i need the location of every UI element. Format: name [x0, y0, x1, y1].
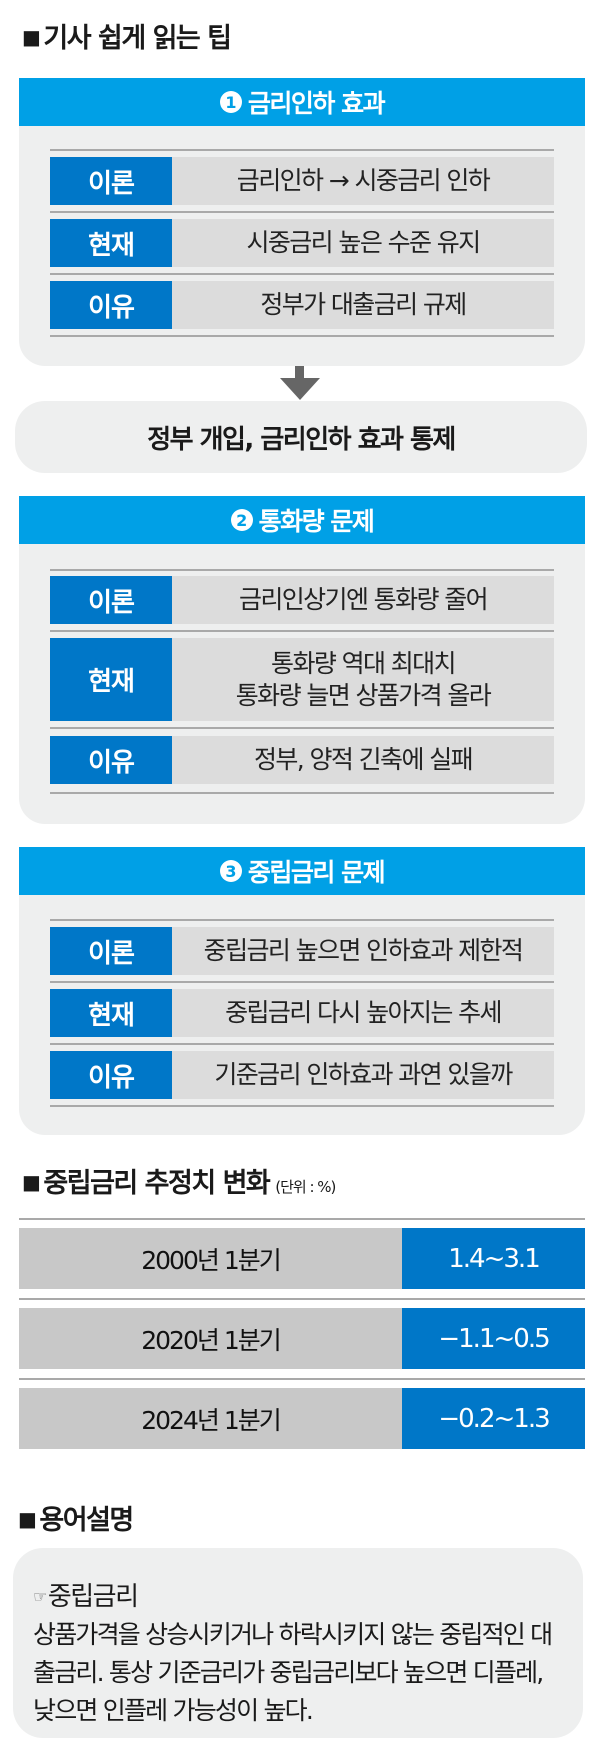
- glossary-title: ■용어설명: [18, 1505, 134, 1536]
- estimate-row: 2024년 1분기 −0.2~1.3: [19, 1388, 585, 1449]
- row-content: 금리인하 → 시중금리 인하: [172, 157, 554, 205]
- estimate-row: 2000년 1분기 1.4~3.1: [19, 1228, 585, 1289]
- square-bullet-icon: ■: [22, 25, 41, 49]
- row-label: 현재: [50, 638, 172, 721]
- row-label: 이유: [50, 736, 172, 784]
- section-1-row-theory: 이론 금리인하 → 시중금리 인하: [50, 157, 554, 205]
- value-cell: −0.2~1.3: [402, 1388, 585, 1449]
- divider: [19, 1378, 585, 1380]
- row-content: 통화량 역대 최대치 통화량 늘면 상품가격 올라: [172, 638, 554, 721]
- section-1-header: 1 금리인하 효과: [19, 78, 585, 126]
- row-label: 이유: [50, 281, 172, 329]
- glossary-definition: 상품가격을 상승시키거나 하락시키지 않는 중립적인 대출금리. 통상 기준금리…: [33, 1620, 553, 1725]
- section-3-header: 3 중립금리 문제: [19, 847, 585, 895]
- value-cell: 1.4~3.1: [402, 1228, 585, 1289]
- divider: [50, 792, 554, 794]
- period-cell: 2020년 1분기: [19, 1308, 402, 1369]
- section-1-title: 금리인하 효과: [247, 89, 386, 118]
- conclusion-box: 정부 개입, 금리인하 효과 통제: [15, 401, 587, 473]
- section-3-title: 중립금리 문제: [247, 858, 386, 887]
- divider: [50, 727, 554, 729]
- square-bullet-icon: ■: [18, 1507, 37, 1531]
- divider: [50, 569, 554, 571]
- period-cell: 2024년 1분기: [19, 1388, 402, 1449]
- pointing-hand-icon: ☞: [33, 1587, 47, 1606]
- unit-label: (단위 : %): [275, 1178, 336, 1196]
- row-content: 기준금리 인하효과 과연 있을까: [172, 1051, 554, 1099]
- down-arrow-head-icon: [280, 378, 320, 400]
- number-2-icon: 2: [230, 509, 253, 531]
- glossary-box: [13, 1548, 583, 1738]
- row-label: 이유: [50, 1051, 172, 1099]
- section-2-row-theory: 이론 금리인상기엔 통화량 줄어: [50, 576, 554, 624]
- section-3-row-reason: 이유 기준금리 인하효과 과연 있을까: [50, 1051, 554, 1099]
- row-content: 정부, 양적 긴축에 실패: [172, 736, 554, 784]
- page-title: ■기사 쉽게 읽는 팁: [22, 23, 232, 54]
- row-content: 금리인상기엔 통화량 줄어: [172, 576, 554, 624]
- divider: [19, 1218, 585, 1220]
- row-label: 현재: [50, 989, 172, 1037]
- divider: [50, 981, 554, 983]
- value-cell: −1.1~0.5: [402, 1308, 585, 1369]
- section-2-title: 통화량 문제: [258, 507, 375, 536]
- divider: [50, 211, 554, 213]
- estimate-row: 2020년 1분기 −1.1~0.5: [19, 1308, 585, 1369]
- row-content: 정부가 대출금리 규제: [172, 281, 554, 329]
- section-1-row-current: 현재 시중금리 높은 수준 유지: [50, 219, 554, 267]
- divider: [50, 1043, 554, 1045]
- row-label: 이론: [50, 927, 172, 975]
- divider: [50, 1105, 554, 1107]
- square-bullet-icon: ■: [22, 1170, 41, 1194]
- section-2-header: 2 통화량 문제: [19, 496, 585, 544]
- period-cell: 2000년 1분기: [19, 1228, 402, 1289]
- row-label: 현재: [50, 219, 172, 267]
- glossary-term: ☞중립금리: [33, 1582, 139, 1612]
- row-label: 이론: [50, 576, 172, 624]
- divider: [50, 630, 554, 632]
- number-3-icon: 3: [219, 860, 242, 882]
- row-content: 중립금리 높으면 인하효과 제한적: [172, 927, 554, 975]
- section-3-row-theory: 이론 중립금리 높으면 인하효과 제한적: [50, 927, 554, 975]
- section-3-row-current: 현재 중립금리 다시 높아지는 추세: [50, 989, 554, 1037]
- divider: [50, 149, 554, 151]
- section-1-row-reason: 이유 정부가 대출금리 규제: [50, 281, 554, 329]
- section-2-row-current: 현재 통화량 역대 최대치 통화량 늘면 상품가격 올라: [50, 638, 554, 721]
- number-1-icon: 1: [219, 91, 242, 113]
- divider: [50, 273, 554, 275]
- down-arrow-icon: [295, 366, 304, 380]
- section-2-row-reason: 이유 정부, 양적 긴축에 실패: [50, 736, 554, 784]
- estimates-title: ■중립금리 추정치 변화(단위 : %): [22, 1168, 336, 1199]
- divider: [50, 335, 554, 337]
- row-content: 시중금리 높은 수준 유지: [172, 219, 554, 267]
- divider: [50, 919, 554, 921]
- row-content: 중립금리 다시 높아지는 추세: [172, 989, 554, 1037]
- divider: [19, 1298, 585, 1300]
- row-label: 이론: [50, 157, 172, 205]
